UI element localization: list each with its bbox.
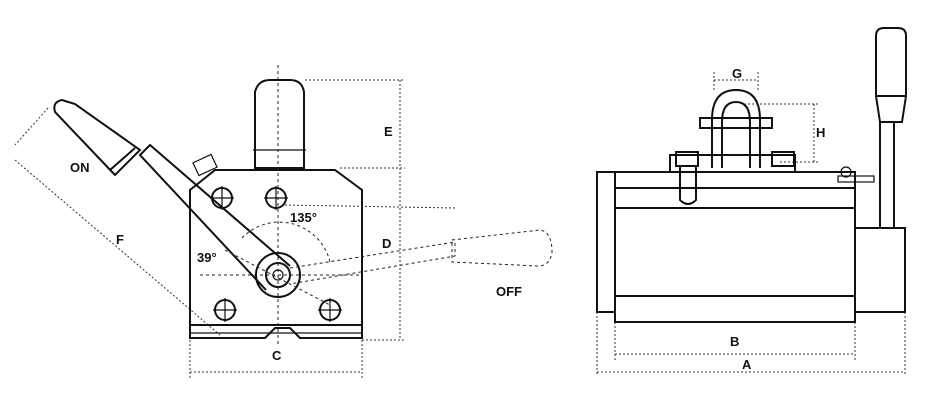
label-c: C xyxy=(272,348,282,363)
bolt-bottom-left xyxy=(213,298,237,322)
handle-on-position xyxy=(53,98,291,291)
top-knob xyxy=(254,79,305,169)
label-h: H xyxy=(816,125,825,140)
label-angle-39: 39° xyxy=(197,250,217,265)
side-main-body xyxy=(614,171,856,323)
base-plate xyxy=(189,325,363,339)
dim-f-ext-top xyxy=(14,107,49,146)
label-d: D xyxy=(382,236,391,251)
bolt-top-right xyxy=(264,186,288,210)
label-angle-135: 135° xyxy=(290,210,317,225)
label-e: E xyxy=(384,124,393,139)
right-top-bolt xyxy=(771,151,795,167)
top-plate xyxy=(669,154,796,173)
label-off: OFF xyxy=(496,284,522,299)
left-end-block xyxy=(596,171,616,313)
angle-arc xyxy=(241,221,331,263)
dim-f-line xyxy=(14,159,221,336)
angle-ref-line xyxy=(224,249,331,306)
right-end-block xyxy=(854,227,906,313)
latch xyxy=(837,166,875,183)
label-b: B xyxy=(730,334,739,349)
side-view: G H B A xyxy=(596,27,907,376)
left-top-bolt xyxy=(675,151,699,205)
front-view: ON OFF F D E C 135° 39° xyxy=(14,65,553,380)
label-on: ON xyxy=(70,160,90,175)
bolt-bottom-right xyxy=(318,298,342,322)
label-a: A xyxy=(742,357,752,372)
upright-handle xyxy=(875,27,907,229)
lifting-shackle xyxy=(699,88,773,168)
label-g: G xyxy=(732,66,742,81)
top-tab xyxy=(192,153,218,177)
label-f: F xyxy=(116,232,124,247)
dim-d-line xyxy=(284,204,456,209)
handle-off-position xyxy=(289,229,553,285)
